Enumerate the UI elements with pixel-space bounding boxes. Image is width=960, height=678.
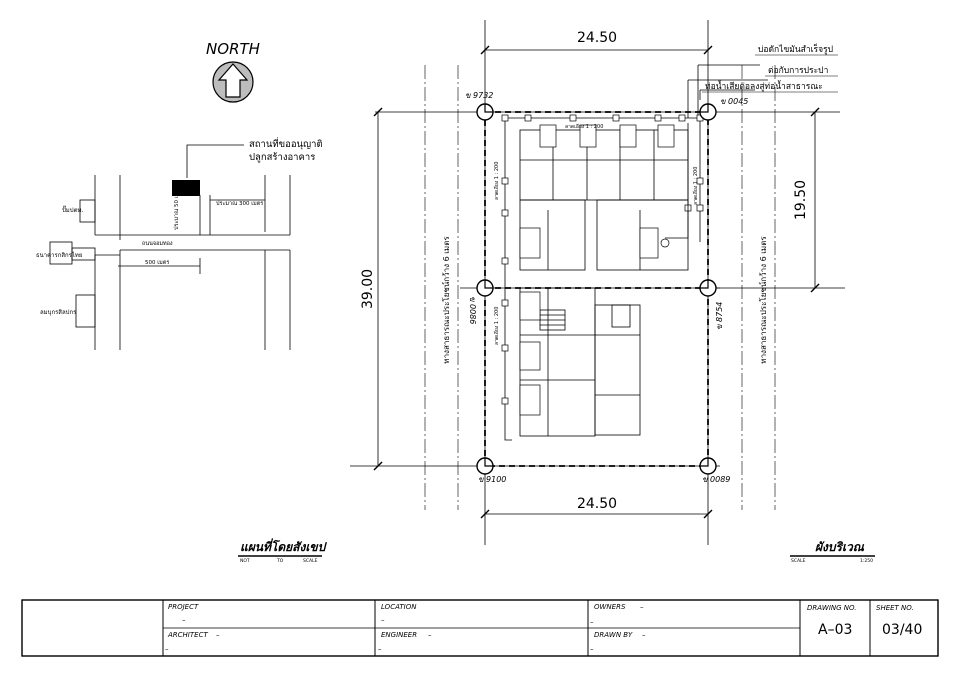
place-3: ลมบุกรสิลปกร: [40, 309, 77, 316]
slope-top: ลาดเอียง 1 : 200: [565, 123, 603, 130]
location-value: –: [381, 616, 385, 624]
grid-marker-ticks: [484, 104, 709, 467]
architect-value: –: [216, 631, 220, 639]
coord-bottom-left: ข 9100: [478, 475, 506, 484]
key-map: [49, 144, 291, 350]
north-arrow: NORTH: [206, 40, 260, 103]
key-map-title: แผนที่โดยสังเขป: [240, 538, 328, 554]
scale-note-scale: SCALE: [303, 558, 318, 564]
place-ptt: ปั๊มปตท.: [62, 205, 83, 214]
road-label: ถนนจอมทอง: [142, 241, 173, 247]
road-left-label: ทางสาธารณะประโยชน์กว้าง 6 เมตร: [441, 236, 451, 364]
architect-label: ARCHITECT: [168, 631, 208, 639]
drawing-no-value: A–03: [818, 622, 853, 638]
title-block-frame: [21, 599, 939, 657]
left-distance: ประมาณ 50 เมตร: [173, 186, 180, 230]
slope-left-1: ลาดเอียง 1 : 200: [493, 162, 500, 200]
dimension-ticks: [373, 45, 820, 519]
scale-note-to: TO: [276, 558, 284, 564]
slope-left-2: ลาดเอียง 1 : 200: [493, 307, 500, 345]
owners-label: OWNERS: [594, 603, 626, 611]
site-plan-title: ผังบริเวณ: [815, 540, 865, 554]
dim-bottom: 24.50: [577, 496, 617, 512]
bottom-distance: 500 เมตร: [145, 260, 169, 266]
coord-top-right: ข 0045: [720, 97, 748, 106]
project-value: –: [182, 616, 186, 624]
project-label: PROJECT: [168, 603, 199, 611]
road-right-label: ทางสาธารณะประโยชน์กว้าง 6 เมตร: [758, 236, 768, 364]
drawn-by-label: DRAWN BY: [594, 631, 633, 639]
engineer-value: –: [428, 631, 432, 639]
north-label: NORTH: [206, 40, 260, 58]
drawn-by-value: –: [642, 631, 646, 639]
location-label: LOCATION: [381, 603, 417, 611]
permit-site-marker: [172, 180, 200, 196]
manholes: [501, 114, 704, 405]
coord-mid-right: ข 8754: [715, 302, 724, 330]
site-scale-value: 1:250: [860, 558, 873, 564]
north-arrow-icon: [217, 63, 249, 98]
engineer-value-2: –: [378, 645, 382, 653]
note-drain: ท่อน้ำเสียต่อลงสู่ท่อน้ำสาธารณะ: [705, 80, 823, 92]
sheet-no-value: 03/40: [882, 622, 923, 638]
drain-pipes: [504, 64, 768, 441]
place-kbank: ธนาคารกสิกรไทย: [36, 251, 82, 259]
building-plan: [519, 129, 689, 437]
drawn-by-value-2: –: [590, 645, 594, 653]
permit-location-line2: ปลูกสร้างอาคาร: [249, 152, 315, 163]
plumbing-fixtures: [519, 124, 675, 416]
site-grid-lines: [350, 20, 845, 545]
dim-right: 19.50: [793, 180, 809, 220]
road-centerlines: [424, 65, 776, 510]
sheet-no-label: SHEET NO.: [876, 604, 914, 612]
permit-location-line1: สถานที่ขออนุญาติ: [249, 137, 323, 150]
owners-value: –: [640, 603, 644, 611]
grid-markers: [476, 103, 717, 475]
dim-left: 39.00: [360, 269, 376, 309]
note-grease-trap: บ่อดักไขมันสำเร็จรูป: [758, 43, 833, 55]
site-scale-label: SCALE: [791, 558, 806, 564]
coord-mid-left: ข 0086: [468, 296, 477, 324]
property-boundary: [484, 111, 709, 467]
coord-top-left: ข 9732: [465, 91, 493, 100]
engineer-label: ENGINEER: [381, 631, 418, 639]
drawing-no-label: DRAWING NO.: [807, 604, 857, 612]
right-distance: ประมาณ 300 เมตร: [216, 200, 263, 207]
architect-value-2: –: [165, 645, 169, 653]
coord-bottom-right: ข 0089: [702, 475, 730, 484]
scale-note-not: NOT: [240, 558, 250, 564]
slope-right: ลาดเอียง 1 : 200: [692, 167, 699, 205]
dim-top: 24.50: [577, 30, 617, 46]
owners-value-2: –: [590, 618, 594, 626]
note-water-supply: ต่อกับการประปา: [768, 66, 828, 76]
